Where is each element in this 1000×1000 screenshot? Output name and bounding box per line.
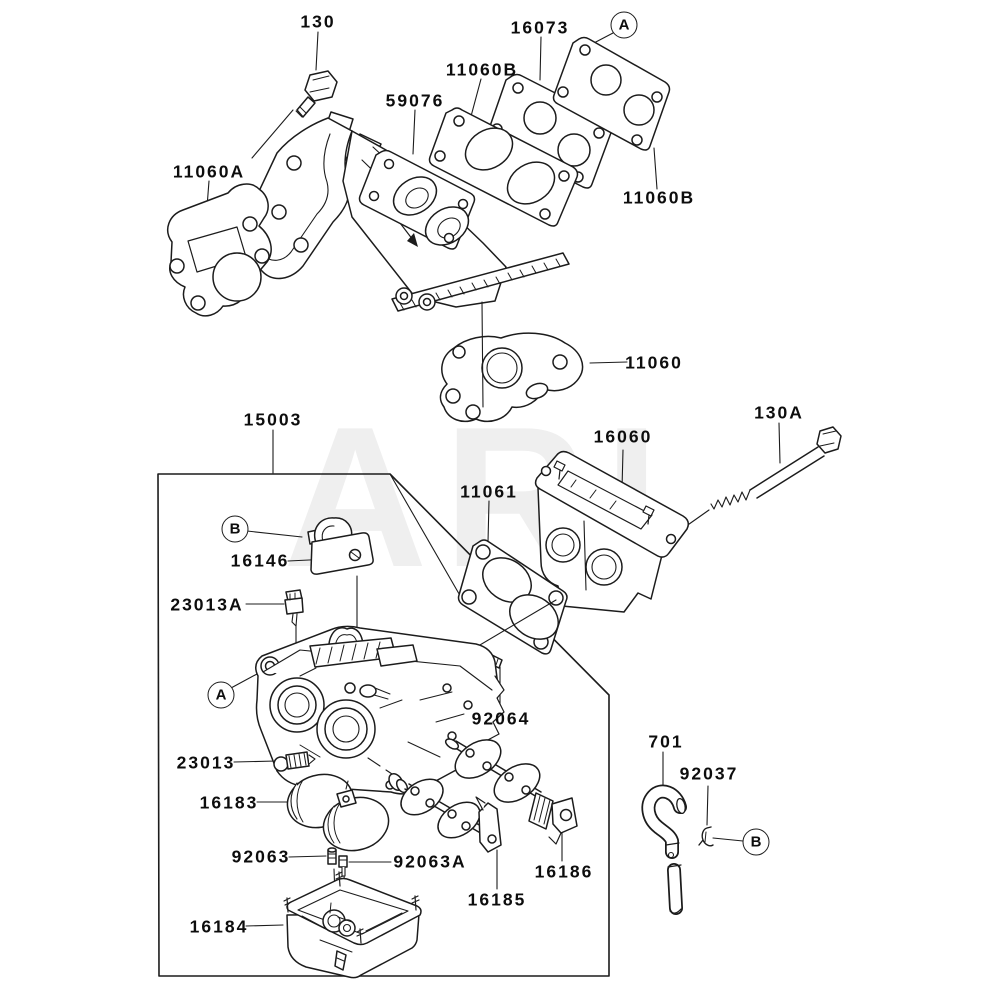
callout-16184[interactable]: 16184 [189,916,249,937]
choke-valve-16185-drawing [388,772,502,853]
callout-16060[interactable]: 16060 [593,426,653,447]
throttle-valve-16186-drawing [444,738,578,845]
ref-bubble-a-mid[interactable]: A [207,681,235,709]
callout-16073[interactable]: 16073 [510,17,570,38]
callout-701[interactable]: 701 [648,731,684,752]
callout-130a[interactable]: 130A [754,402,804,423]
bracket-16146-drawing [307,517,374,575]
hose-701-drawing [641,784,687,915]
insulator-16060-drawing [534,450,690,613]
assembly-box-15003 [157,473,610,977]
callout-11060a[interactable]: 11060A [172,161,246,182]
callout-11061[interactable]: 11061 [460,481,518,502]
ref-bubble-b-bottom[interactable]: B [742,828,770,856]
callout-92064[interactable]: 92064 [471,708,531,729]
gasket-11060b-drawing [428,107,579,227]
gasket-11060a-drawing [167,183,272,317]
callout-92063a[interactable]: 92063A [393,851,467,872]
callout-11060b-top[interactable]: 11060B [445,59,519,80]
callout-130[interactable]: 130 [300,11,336,32]
callout-15003[interactable]: 15003 [243,409,303,430]
plate-59076-drawing [358,149,476,250]
bolt-130a-drawing [710,426,842,510]
bolt-130-drawing [295,70,338,118]
callout-92063[interactable]: 92063 [231,846,291,867]
float-bowl-16184-drawing [283,871,422,979]
callout-23013[interactable]: 23013 [176,752,236,773]
carburetor-body-drawing [255,625,505,795]
screw-23013-drawing [273,751,316,772]
clamp-92037-drawing [698,826,714,847]
float-16183-drawing [286,773,390,852]
callout-59076[interactable]: 59076 [385,90,445,111]
valve-23013a-drawing [284,589,304,627]
callout-16186[interactable]: 16186 [534,861,594,882]
callout-11060[interactable]: 11060 [625,352,683,373]
gasket-a-drawing [552,36,671,151]
callout-16183[interactable]: 16183 [199,792,259,813]
ref-bubble-b-mid[interactable]: B [221,515,249,543]
callout-16146[interactable]: 16146 [230,550,290,571]
alignment-line-manifold [481,301,484,408]
callout-16185[interactable]: 16185 [467,889,527,910]
callout-11060b-right[interactable]: 11060B [622,187,696,208]
ref-bubble-a-top[interactable]: A [610,11,638,39]
jet-92063-drawing [327,847,337,865]
gasket-11060-drawing [439,332,584,423]
callout-23013a[interactable]: 23013A [170,594,244,615]
callout-92037[interactable]: 92037 [679,763,739,784]
